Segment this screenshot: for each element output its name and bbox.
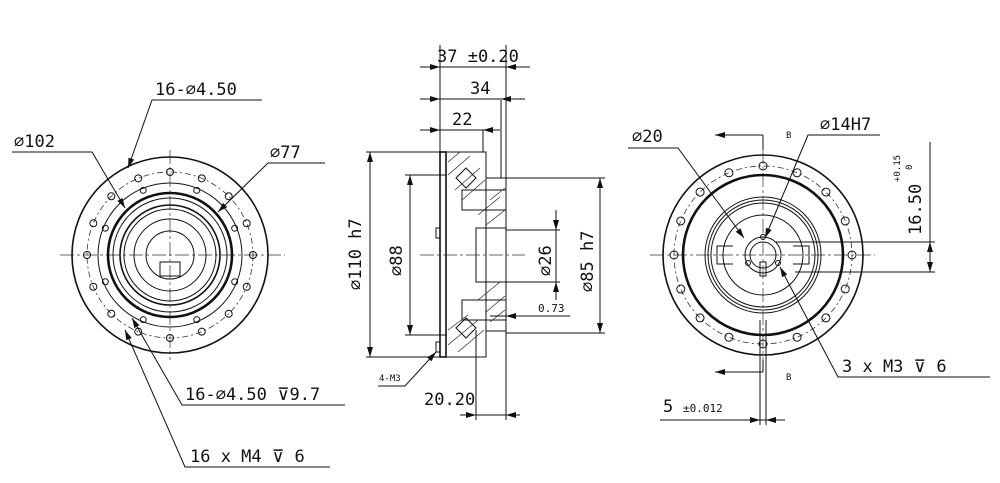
bolt-hole: [166, 168, 174, 176]
label-gap: 0.73: [538, 302, 565, 315]
label-width-tol: ±0.012: [683, 402, 723, 415]
thread-holes: [101, 186, 239, 324]
bolt-hole: [821, 313, 831, 323]
bolt-hole: [695, 187, 705, 197]
label-tol-upper: +0.15: [893, 155, 903, 182]
bolt-hole: [724, 168, 734, 178]
label-dia-26: ⌀26: [536, 245, 556, 276]
rear-view: B B ⌀20 ⌀14H7 16.50 +0.15 0 3 x M3 ⊽ 6 5…: [628, 115, 990, 425]
label-width: 5: [663, 397, 673, 417]
label-holes-depth: 16-⌀4.50 ⊽9.7: [185, 385, 320, 405]
label-screws: 4-M3: [379, 374, 401, 384]
bolt-hole: [821, 187, 831, 197]
bolt-hole: [676, 284, 686, 294]
label-length-2020: 20.20: [424, 390, 475, 410]
bolt-holes: [669, 161, 857, 349]
bolt-hole: [197, 174, 206, 183]
bolt-hole: [224, 192, 233, 201]
front-view: 16-⌀4.50 ⌀102 ⌀77 16-⌀4.50 ⊽9.7 16 x M4 …: [12, 80, 345, 468]
bolt-hole: [840, 216, 850, 226]
label-tol-lower: 0: [905, 165, 915, 170]
bolt-hole: [139, 186, 147, 194]
label-dia-14: ⌀14H7: [820, 115, 871, 135]
bolt-hole: [249, 251, 257, 259]
label-dia-outer: ⌀102: [14, 132, 55, 152]
label-threads: 16 x M4 ⊽ 6: [190, 447, 305, 467]
bolt-hole: [139, 316, 147, 324]
bolt-hole: [83, 251, 91, 259]
label-dia-88: ⌀88: [387, 245, 407, 276]
label-holes-top: 16-⌀4.50: [155, 80, 237, 100]
bolt-holes: [83, 168, 257, 342]
bolt-hole: [840, 284, 850, 294]
section-view: 37 ±0.20 34 22 20.20 ⌀110 h7 ⌀88 ⌀26 ⌀85…: [346, 45, 605, 420]
bolt-hole: [231, 278, 239, 286]
bolt-hole: [792, 332, 802, 342]
bolt-hole: [89, 282, 98, 291]
bolt-hole: [107, 309, 116, 318]
bolt-hole: [231, 224, 239, 232]
bolt-hole: [197, 327, 206, 336]
label-dia-110: ⌀110 h7: [346, 218, 366, 290]
label-section-bottom: B: [786, 373, 791, 383]
bolt-hole: [134, 174, 143, 183]
bolt-hole: [242, 282, 251, 291]
bolt-hole: [669, 250, 679, 260]
bolt-hole: [676, 216, 686, 226]
label-dia-85: ⌀85 h7: [578, 231, 598, 292]
bolt-hole: [166, 334, 174, 342]
label-length-34: 34: [470, 79, 490, 99]
section-hatching: [447, 151, 506, 353]
bolt-hole: [758, 161, 768, 171]
bolt-hole: [724, 332, 734, 342]
bolt-hole: [193, 316, 201, 324]
bolt-hole: [101, 278, 109, 286]
bolt-hole: [242, 219, 251, 228]
bolt-hole: [792, 168, 802, 178]
label-height: 16.50: [906, 184, 926, 235]
bolt-hole: [695, 313, 705, 323]
bolt-hole: [89, 219, 98, 228]
label-section-top: B: [786, 131, 791, 141]
bolt-hole: [847, 250, 857, 260]
bolt-hole: [107, 192, 116, 201]
label-threads-m3: 3 x M3 ⊽ 6: [842, 357, 947, 377]
bolt-hole: [758, 339, 768, 349]
label-dia-pitch: ⌀77: [270, 143, 301, 163]
label-length-22: 22: [452, 110, 472, 130]
bolt-hole: [101, 224, 109, 232]
label-length-total: 37 ±0.20: [437, 47, 519, 67]
label-dia-20: ⌀20: [632, 127, 663, 147]
bolt-hole: [224, 309, 233, 318]
bolt-hole: [193, 186, 201, 194]
